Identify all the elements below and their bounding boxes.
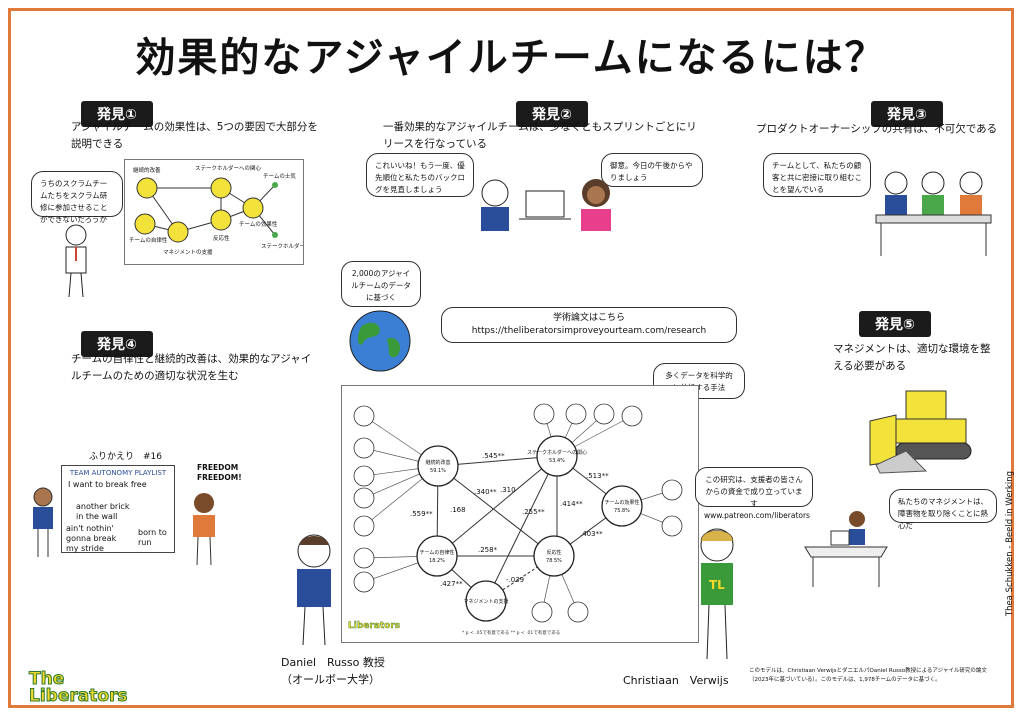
- finding-5-speech: 私たちのマネジメントは、障害物を取り除くことに熱心だ: [889, 489, 997, 530]
- research-title: 学術論文はこちら: [552, 313, 625, 323]
- path-label-2: .340**: [474, 488, 497, 496]
- finding-1-speech: うちのスクラムチームたちをスクラム研修に参加させることができないだろうか: [31, 171, 123, 224]
- infographic-page: 効果的なアジャイルチームになるには？ 発見① アジャイルチームの効果性は、5つの…: [8, 8, 1015, 708]
- node-management-support: マネジメントの支援: [163, 248, 213, 256]
- daniel-affiliation: （オールボー大学）: [281, 673, 380, 686]
- artist-credit: Thea Schukken - Beeld in Werking: [1005, 471, 1015, 617]
- patreon-speech: この研究は、支援者の皆さんからの資金で成り立っています www.patreon.…: [695, 467, 813, 520]
- song-3: ain't nothin' gonna break my stride: [66, 524, 117, 553]
- path-label-3: .310: [500, 486, 516, 494]
- christiaan-figure: TL: [700, 528, 734, 660]
- singer-figure: [193, 493, 215, 566]
- finding-3-illustration: [875, 171, 992, 256]
- node-stakeholder-concern: ステークホルダーへの関心: [195, 164, 262, 172]
- research-link[interactable]: https://theliberatorsimproveyourteam.com…: [471, 326, 707, 336]
- path-label-1: .545**: [482, 452, 505, 460]
- path-label-9: .258*: [478, 546, 498, 554]
- center-node-4-label: 反応性: [546, 549, 561, 556]
- node-team-autonomy: チームの自律性: [129, 236, 168, 244]
- globe-speech: 2,000のアジャイルチームのデータに基づく: [341, 261, 421, 307]
- manager-figure: [65, 224, 87, 298]
- node-stakeholder-satisfaction: ステークホルダーの満足度: [261, 242, 303, 250]
- song-4: born to run: [138, 528, 167, 547]
- globe-icon: [349, 310, 411, 372]
- center-node-4-pct: 78.5%: [546, 558, 562, 564]
- finding-4-badge: 発見④: [81, 331, 153, 357]
- center-node-5-label: チームの効果性: [605, 499, 640, 506]
- node-team-effectiveness: チームの効果性: [239, 220, 278, 228]
- small-diagram: 継続的改善 ステークホルダーへの関心 チームの自律性 マネジメントの支援 反応性…: [124, 159, 328, 265]
- path-label-7: .168: [450, 506, 466, 514]
- desk-illustration: [804, 511, 888, 587]
- path-label-5: .414**: [560, 500, 583, 508]
- finding-2-badge: 発見②: [516, 101, 588, 127]
- daniel-name: Daniel Russo 教授: [281, 656, 385, 669]
- bulldozer-illustration: [869, 390, 972, 474]
- footnote: このモデルは、Christiaan VerwijsとダニエルパOaniel Ru…: [749, 668, 987, 683]
- center-node-3-label: チームの自律性: [420, 549, 455, 556]
- center-node-2-label: ステークホルダーへの関心: [527, 449, 587, 456]
- center-node-1-pct: 59.1%: [430, 468, 446, 474]
- playlist-title: TEAM AUTONOMY PLAYLIST: [69, 469, 167, 477]
- christiaan-name: Christiaan Verwijs: [623, 674, 729, 687]
- finding-2-speech-left: これいいね！もう一度、優先順位と私たちのバックログを見直しましょう: [366, 153, 474, 197]
- node-continuous-improvement: 継続的改善: [133, 166, 161, 174]
- whiteboard-header: ふりかえり #16: [89, 452, 162, 462]
- path-model-graph: 継続的改善 59.1% ステークホルダーへの関心 53.4% チームの自律性 1…: [348, 403, 683, 636]
- finding-5-badge: 発見⑤: [859, 311, 931, 337]
- finding-3-speech: チームとして、私たちの顧客と共に密接に取り組むことを望んでいる: [763, 153, 871, 197]
- center-node-2-pct: 53.4%: [549, 458, 565, 464]
- finding-1-badge: 発見①: [81, 101, 153, 127]
- finding-1-text: アジャイルチームの効果性は、5つの要因で大部分を説明できる: [71, 121, 318, 150]
- finding-3-text: プロダクトオーナーシップの共有は、不可欠である: [756, 123, 998, 135]
- liberators-logo: The Liberators: [29, 669, 129, 706]
- finding-4-text: チームの自律性と継続的改善は、効果的なアジャイルチームのための適切な状況を生む: [71, 353, 312, 382]
- method-speech: 多くデータを科学的に分析する手法: [653, 363, 745, 399]
- center-node-3-pct: 18.2%: [429, 558, 445, 564]
- song-2: another brick in the wall: [76, 502, 130, 521]
- whiteboard: TEAM AUTONOMY PLAYLIST I want to break f…: [61, 465, 175, 553]
- diagram-logo: Liberators: [348, 621, 400, 631]
- path-label-11: .427**: [440, 580, 463, 588]
- freedom-shout: FREEDOM FREEDOM!: [197, 463, 242, 482]
- svg-text:TL: TL: [709, 578, 725, 592]
- node-team-morale: チームの士気: [263, 172, 296, 180]
- path-label-6: .255**: [522, 508, 545, 516]
- path-label-4: .513**: [586, 472, 609, 480]
- center-node-1-label: 継続的改善: [425, 459, 450, 466]
- small-diagram-graph: 継続的改善 ステークホルダーへの関心 チームの自律性 マネジメントの支援 反応性…: [129, 164, 328, 256]
- finding-5-text: マネジメントは、適切な環境を整える必要がある: [833, 343, 991, 372]
- significance-note: * p < .05で有意である ** p < .01で有意である: [462, 629, 560, 636]
- finding-2-speech-right: 御意。今日の午後からやりましょう: [601, 153, 703, 187]
- song-1: I want to break free: [68, 480, 147, 489]
- path-label-10: .403**: [580, 530, 603, 538]
- finding-2-text: 一番効果的なアジャイルチームは、少なくともスプリントごとにリリースを行なっている: [383, 121, 697, 150]
- path-model-diagram: 継続的改善 59.1% ステークホルダーへの関心 53.4% チームの自律性 1…: [341, 385, 699, 643]
- node-responsiveness: 反応性: [213, 234, 230, 242]
- path-label-12: -.039: [506, 576, 524, 584]
- daniel-figure: [297, 534, 331, 646]
- research-speech: 学術論文はこちら https://theliberatorsimproveyou…: [441, 307, 737, 343]
- center-node-6-label: マネジメントの支援: [463, 598, 508, 605]
- finding-2-illustration: [481, 179, 611, 231]
- center-node-5-pct: 75.8%: [614, 508, 630, 514]
- path-label-8: .559**: [410, 510, 433, 518]
- page-title: 効果的なアジャイルチームになるには？: [135, 35, 887, 81]
- finding-3-badge: 発見③: [871, 101, 943, 127]
- girl-figure: [33, 487, 53, 557]
